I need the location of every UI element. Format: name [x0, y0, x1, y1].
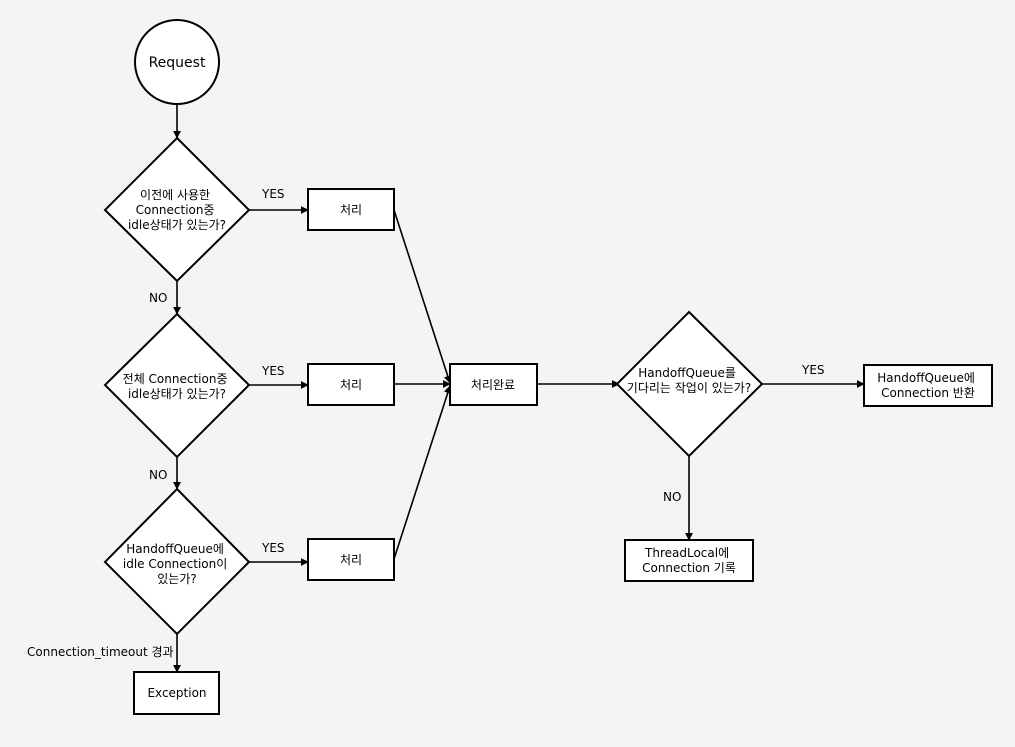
- edge-label-prev-yes: YES: [261, 187, 285, 201]
- svg-text:Request: Request: [149, 55, 206, 71]
- svg-text:HandoffQueue를 기다리는 작업이: HandoffQueue를 기다리는 작업이 있는가?: [627, 366, 751, 395]
- process-node-1: 처리: [307, 188, 395, 231]
- node-label-line: 이전에 사용한: [140, 188, 210, 202]
- decision-node-total-idle: 전체 Connection중 idle상태가 있는가?: [103, 312, 251, 459]
- node-label-line: 전체 Connection중: [123, 372, 228, 386]
- svg-text:HandoffQueue에 Connecti: HandoffQueue에 Connection 반환: [877, 371, 979, 400]
- node-label-line: idle상태가 있는가?: [128, 387, 226, 401]
- edges: [173, 104, 865, 673]
- process-node-threadlocal: ThreadLocal에 Connection 기록: [624, 539, 754, 582]
- node-label-line: HandoffQueue에: [126, 542, 224, 556]
- edge-label-total-yes: YES: [261, 364, 285, 378]
- svg-text:이전에 사용한 Connection중: 이전에 사용한 Connection중 idle상태가 있는가?: [128, 188, 226, 232]
- node-label-line: 처리: [340, 203, 362, 217]
- svg-text:Exception: Exception: [147, 686, 206, 700]
- node-label-line: 처리: [340, 378, 362, 392]
- edge-process3-to-done: [393, 385, 452, 560]
- node-label-line: Connection중: [136, 203, 215, 217]
- edge-label-prev-no: NO: [149, 291, 167, 305]
- edge-label-waiting-no: NO: [663, 490, 681, 504]
- terminal-node-exception: Exception: [133, 671, 220, 715]
- node-label-line: Connection 기록: [642, 561, 736, 575]
- svg-text:HandoffQueue에 idle Con: HandoffQueue에 idle Connection이 있는가?: [123, 542, 231, 586]
- svg-text:처리: 처리: [340, 203, 362, 217]
- node-label-line: 처리완료: [471, 378, 515, 392]
- process-node-2: 처리: [307, 363, 395, 406]
- node-label-line: HandoffQueue에: [877, 371, 975, 385]
- edge-labels: YES NO YES NO YES Connection_timeout 경과 …: [27, 187, 825, 659]
- node-label-line: idle상태가 있는가?: [128, 218, 226, 232]
- node-label-line: 있는가?: [157, 572, 197, 586]
- node-label-line: 기다리는 작업이 있는가?: [627, 381, 751, 395]
- decision-node-handoff-waiting: HandoffQueue를 기다리는 작업이 있는가?: [615, 310, 764, 458]
- process-node-3: 처리: [307, 538, 395, 581]
- edge-label-waiting-yes: YES: [801, 363, 825, 377]
- svg-text:처리완료: 처리완료: [471, 378, 515, 392]
- edge-label-handoff-yes: YES: [261, 541, 285, 555]
- node-label-line: 처리: [340, 553, 362, 567]
- decision-node-prev-idle: 이전에 사용한 Connection중 idle상태가 있는가?: [103, 136, 251, 283]
- process-node-return-handoff: HandoffQueue에 Connection 반환: [863, 364, 993, 407]
- nodes: Request 이전에 사용한 Connection중 idle상태가 있는가?…: [103, 19, 993, 715]
- edge-process1-to-done: [393, 209, 452, 384]
- edge-label-total-no: NO: [149, 468, 167, 482]
- node-label-line: Request: [149, 55, 206, 71]
- svg-text:전체 Connection중 idle상태가: 전체 Connection중 idle상태가 있는가?: [123, 372, 232, 401]
- node-label-line: Connection 반환: [881, 386, 975, 400]
- edge-label-handoff-timeout: Connection_timeout 경과: [27, 645, 174, 659]
- svg-text:처리: 처리: [340, 378, 362, 392]
- start-node-request: Request: [134, 19, 220, 105]
- svg-text:처리: 처리: [340, 553, 362, 567]
- node-label-line: HandoffQueue를: [638, 366, 736, 380]
- node-label-line: Exception: [147, 686, 206, 700]
- svg-text:ThreadLocal에 Connectio: ThreadLocal에 Connection 기록: [642, 546, 736, 575]
- decision-node-handoff-idle: HandoffQueue에 idle Connection이 있는가?: [103, 487, 251, 636]
- node-label-line: idle Connection이: [123, 557, 227, 571]
- process-node-done: 처리완료: [449, 363, 538, 406]
- node-label-line: ThreadLocal에: [644, 546, 729, 560]
